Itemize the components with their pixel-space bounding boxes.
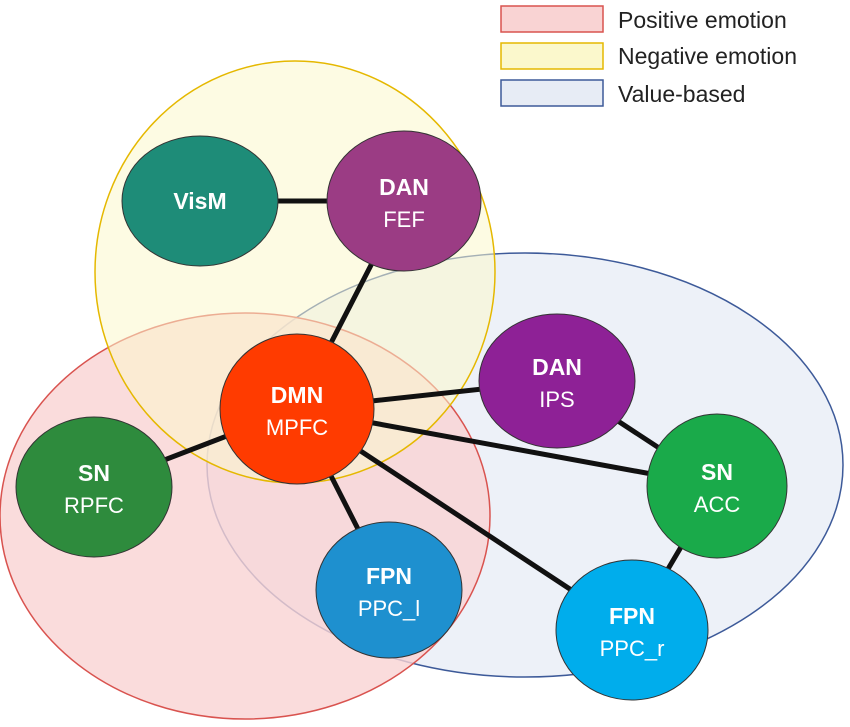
node-vism: VisM: [121, 135, 279, 267]
node-region-label-fpn-ppc-r: PPC_r: [600, 636, 665, 661]
node-network-label-dan-fef: DAN: [379, 174, 429, 200]
node-network-label-dmn-mpfc: DMN: [271, 382, 323, 408]
node-region-label-fpn-ppc-l: PPC_l: [358, 596, 420, 621]
node-network-label-sn-acc: SN: [701, 459, 733, 485]
legend-swatch-negative: [500, 42, 604, 70]
node-network-label-vism: VisM: [173, 188, 226, 214]
node-circle-fpn-ppc-r: [555, 559, 709, 701]
node-dan-ips: DAN IPS: [478, 313, 636, 449]
node-sn-rpfc: SN RPFC: [15, 416, 173, 558]
legend-label-value: Value-based: [618, 81, 745, 107]
node-circle-sn-rpfc: [15, 416, 173, 558]
node-region-label-dmn-mpfc: MPFC: [266, 415, 328, 440]
node-network-label-sn-rpfc: SN: [78, 460, 110, 486]
node-region-label-dan-fef: FEF: [383, 207, 425, 232]
node-circle-dmn-mpfc: [219, 333, 375, 485]
node-circle-dan-fef: [326, 130, 482, 272]
legend-swatch-value: [500, 79, 604, 107]
node-circle-dan-ips: [478, 313, 636, 449]
node-circle-vism: [121, 135, 279, 267]
node-fpn-ppc-l: FPN PPC_l: [315, 521, 463, 659]
node-network-label-fpn-ppc-r: FPN: [609, 603, 655, 629]
legend: Positive emotion Negative emotion Value-…: [500, 5, 797, 107]
node-region-label-sn-rpfc: RPFC: [64, 493, 124, 518]
node-network-label-dan-ips: DAN: [532, 354, 582, 380]
node-region-label-sn-acc: ACC: [694, 492, 741, 517]
legend-label-negative: Negative emotion: [618, 43, 797, 69]
node-dmn-mpfc: DMN MPFC: [219, 333, 375, 485]
legend-swatch-positive: [500, 5, 604, 33]
node-sn-acc: SN ACC: [646, 413, 788, 559]
legend-label-positive: Positive emotion: [618, 7, 787, 33]
node-network-label-fpn-ppc-l: FPN: [366, 563, 412, 589]
nodes: VisM DAN FEF DMN MPFC DAN IPS SN RPFC SN ACC FPN PPC…: [15, 130, 788, 701]
node-circle-fpn-ppc-l: [315, 521, 463, 659]
node-region-label-dan-ips: IPS: [539, 387, 574, 412]
node-circle-sn-acc: [646, 413, 788, 559]
node-fpn-ppc-r: FPN PPC_r: [555, 559, 709, 701]
node-dan-fef: DAN FEF: [326, 130, 482, 272]
